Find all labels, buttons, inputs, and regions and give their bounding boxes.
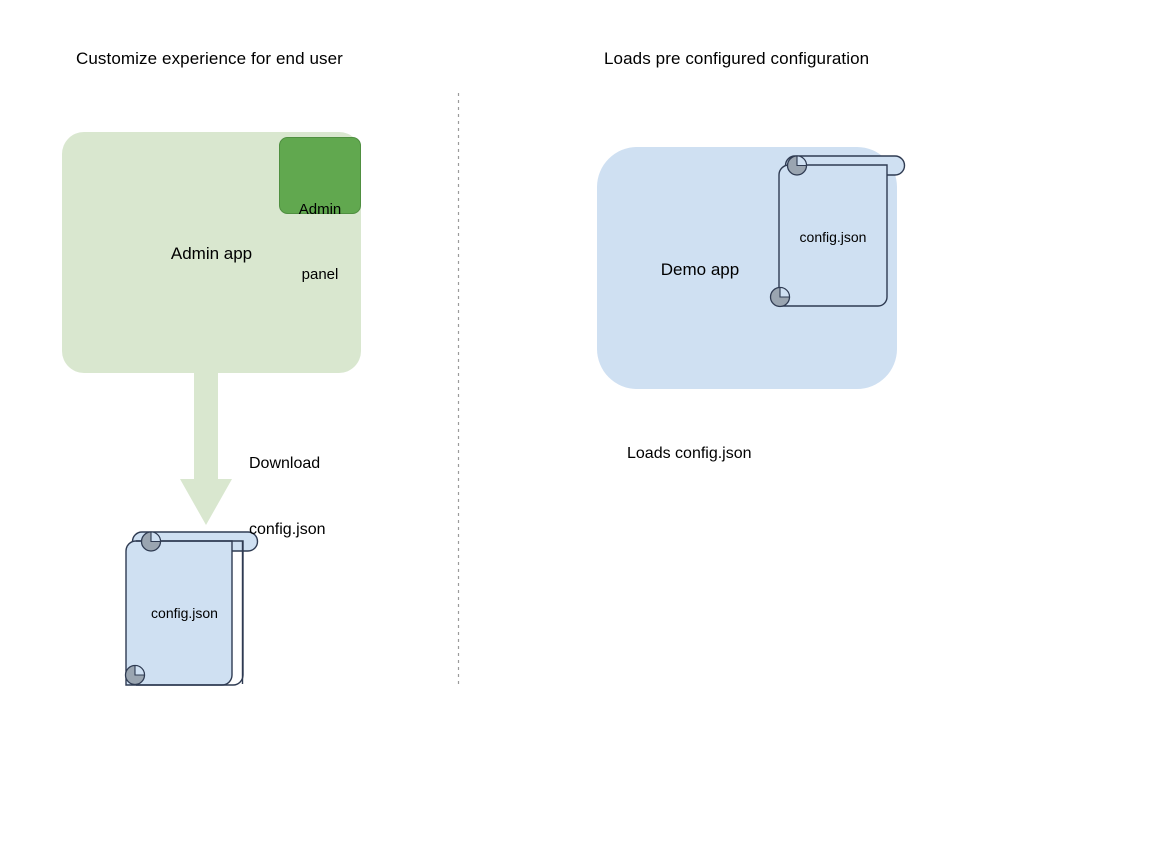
download-arrow-label: Download config.json	[249, 409, 326, 586]
download-arrow-label-line2: config.json	[249, 521, 326, 539]
document-roll-notch-bottom-right	[779, 286, 791, 298]
heading-right: Loads pre configured configuration	[604, 49, 870, 68]
admin-app-label: Admin app	[170, 244, 253, 263]
download-arrow	[180, 373, 232, 525]
document-roll-notch-top-left	[150, 531, 162, 543]
admin-panel-button[interactable]	[279, 137, 361, 214]
admin-panel-label-line2: panel	[301, 265, 339, 283]
admin-panel-label: Admin panel	[280, 155, 360, 329]
document-roll-notch-top-right	[796, 155, 808, 167]
admin-panel-label-line1: Admin	[298, 200, 342, 218]
document-label-right: config.json	[799, 229, 867, 245]
document-body-outline-left	[136, 540, 244, 686]
document-body-right	[778, 164, 888, 307]
document-roll-notch-bottom-left	[134, 664, 146, 676]
download-arrow-label-line1: Download	[249, 455, 321, 473]
document-label-left: config.json	[151, 605, 218, 621]
demo-app-label: Demo app	[660, 260, 740, 279]
heading-left: Customize experience for end user	[76, 49, 343, 68]
loads-config-caption: Loads config.json	[627, 445, 752, 462]
